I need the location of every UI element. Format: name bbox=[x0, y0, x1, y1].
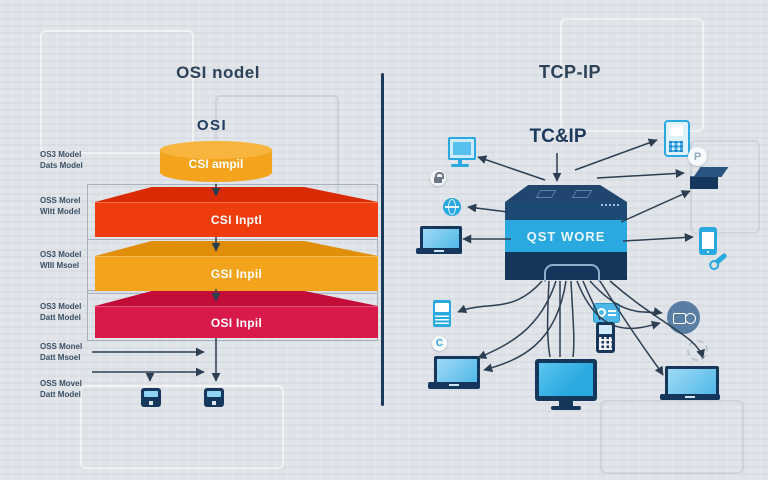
smartphone-icon bbox=[699, 227, 717, 255]
laptop-icon bbox=[428, 356, 480, 389]
osi-panel-subtitle: OSI bbox=[196, 117, 228, 134]
side-label-4: OS3 Model Datt Model bbox=[40, 302, 82, 322]
storage-disk-icon bbox=[204, 388, 224, 407]
router-led-lights bbox=[601, 204, 603, 206]
osi-layer-3: OSI Inpil bbox=[95, 291, 378, 338]
tcpip-panel-subtitle: TC&IP bbox=[529, 126, 587, 147]
layer-top-face bbox=[95, 291, 378, 306]
lock-icon bbox=[430, 170, 446, 186]
storage-disk-icon bbox=[141, 388, 161, 407]
panel-divider bbox=[381, 73, 384, 406]
currency-p-badge: P bbox=[688, 147, 707, 166]
background-pattern bbox=[600, 400, 744, 474]
osi-cylinder-shape: CSI ampil bbox=[160, 141, 272, 182]
laptop-icon bbox=[660, 366, 720, 400]
router-upper-band bbox=[505, 202, 627, 220]
side-label-1: OS3 Model Dats Model bbox=[40, 150, 83, 170]
router-label: QST WORE bbox=[505, 220, 627, 252]
feature-phone-icon bbox=[664, 120, 690, 157]
media-circle-icon bbox=[667, 301, 700, 334]
tcpip-panel-title: TCP-IP bbox=[538, 62, 601, 82]
osi-layer-1-label: CSI Inptl bbox=[95, 202, 378, 237]
layer-top-face bbox=[95, 241, 378, 256]
osi-layer-2: GSI Inpil bbox=[95, 241, 378, 291]
osi-cylinder-label: CSI ampil bbox=[188, 157, 244, 171]
globe-icon bbox=[443, 198, 461, 216]
dashed-clock-icon bbox=[687, 340, 708, 361]
refresh-badge: C bbox=[432, 336, 447, 351]
router-top-face bbox=[505, 185, 627, 202]
router-port-arch bbox=[544, 264, 600, 282]
kiosk-icon bbox=[433, 300, 451, 327]
monitor-icon bbox=[535, 359, 597, 410]
osi-layer-2-label: GSI Inpil bbox=[95, 256, 378, 291]
laptop-icon bbox=[416, 226, 462, 254]
desktop-computer-icon bbox=[448, 137, 476, 167]
side-label-3: OS3 Model WIII Msoel bbox=[40, 250, 82, 270]
layer-top-face bbox=[95, 187, 378, 202]
background-pattern bbox=[40, 30, 194, 154]
side-label-6: OSS Movel Datt Model bbox=[40, 379, 82, 399]
osi-panel-title: OSI nodel bbox=[176, 63, 260, 82]
side-label-5: OSS Monel Datt Msoel bbox=[40, 342, 83, 362]
side-label-2: OSS Morel Witt Model bbox=[40, 196, 81, 216]
osi-layer-1: CSI Inptl bbox=[95, 187, 378, 237]
keypad-phone-icon bbox=[596, 322, 615, 353]
router-lower-band bbox=[505, 252, 627, 280]
osi-layer-3-label: OSI Inpil bbox=[95, 306, 378, 338]
package-icon bbox=[690, 167, 729, 189]
id-card-icon bbox=[593, 303, 620, 323]
